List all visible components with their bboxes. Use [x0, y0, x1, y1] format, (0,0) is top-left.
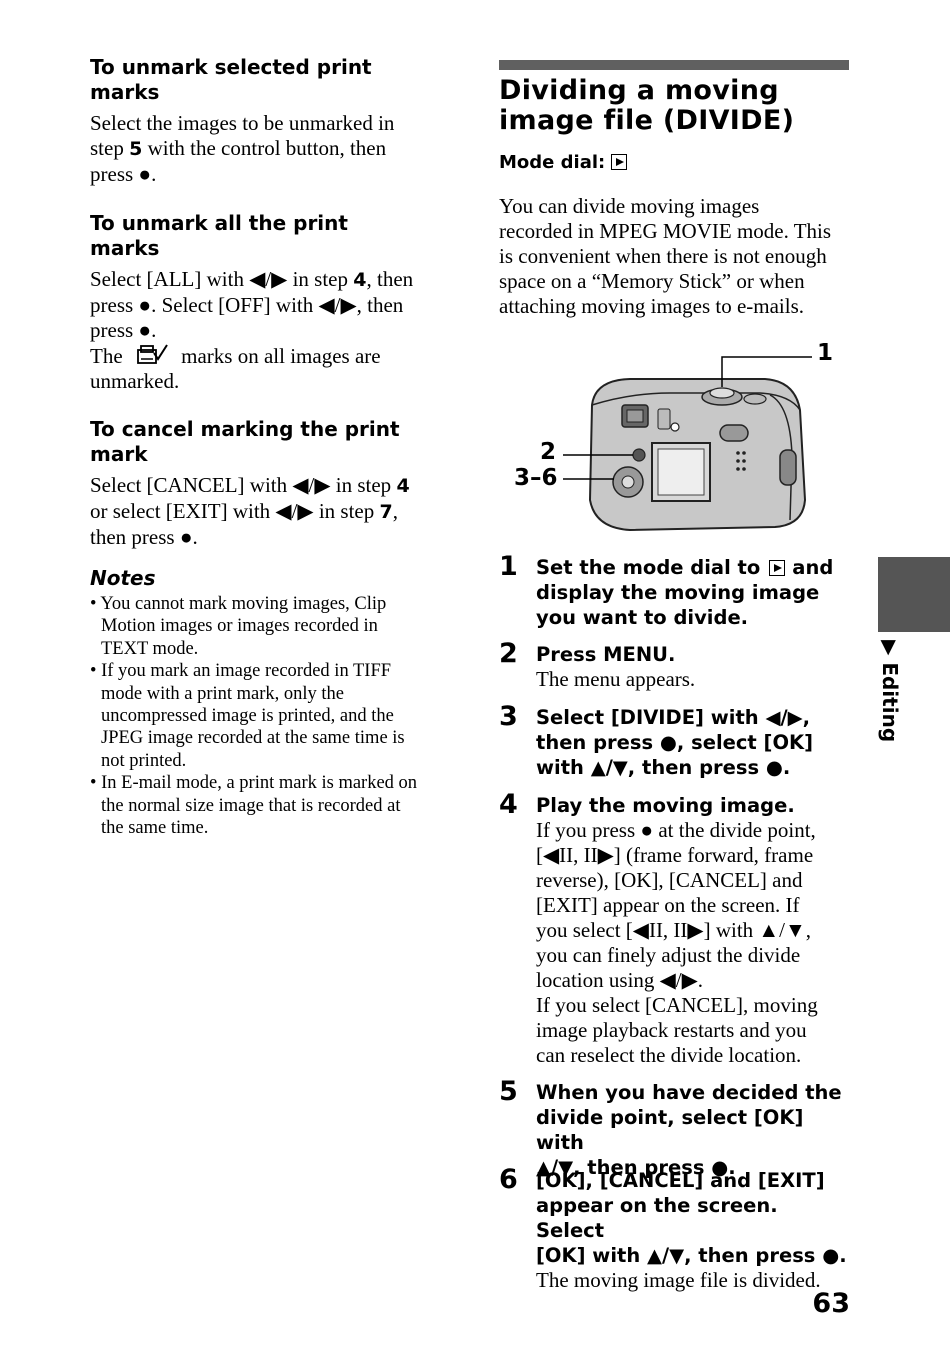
callout-control-button: 3–6 — [514, 465, 558, 491]
step-2: 2 Press MENU. The menu appears. — [499, 638, 849, 692]
step-number: 4 — [499, 789, 518, 820]
intro-text: You can divide moving images recorded in… — [499, 194, 832, 318]
section-body: Select [ALL] with ◀/▶ in step 4, then pr… — [90, 267, 414, 393]
step-number: 5 — [499, 1076, 518, 1107]
step-body: If you press ● at the divide point, [◀II… — [536, 818, 818, 1067]
step-number: 3 — [499, 701, 518, 732]
callout-mode-dial: 1 — [817, 340, 834, 366]
step-body: The menu appears. — [536, 667, 696, 691]
note-item: • In E-mail mode, a print mark is marked… — [90, 773, 418, 839]
step-6: 6 [OK], [CANCEL] and [EXIT] appear on th… — [499, 1164, 849, 1293]
step-3: 3 Select [DIVIDE] with ◀/▶, then press ●… — [499, 701, 849, 780]
step-body: The moving image file is divided. — [536, 1268, 821, 1292]
step-heading: Press MENU. — [536, 643, 676, 666]
section-body: Select [CANCEL] with ◀/▶ in step 4 or se… — [90, 473, 410, 549]
step-number: 1 — [499, 551, 518, 582]
step-heading: Play the moving image. — [536, 794, 795, 817]
camera-illustration — [563, 356, 812, 532]
notes-heading: Notes — [90, 566, 156, 590]
step-5: 5 When you have decided the divide point… — [499, 1076, 849, 1180]
section-body: Select the images to be unmarked in step… — [90, 111, 395, 186]
step-number: 2 — [499, 638, 518, 669]
playback-mode-icon — [611, 154, 628, 170]
step-heading: [OK], [CANCEL] and [EXIT] appear on the … — [536, 1169, 847, 1267]
mode-dial-label: Mode dial: — [499, 152, 849, 173]
playback-mode-icon — [769, 560, 786, 576]
print-mark-icon — [137, 344, 168, 364]
step-heading: Select [DIVIDE] with ◀/▶, then press ●, … — [536, 706, 814, 779]
step-number: 6 — [499, 1164, 518, 1195]
chapter-tab-label: ▶ Editing — [878, 640, 902, 743]
page-number: 63 — [812, 1288, 850, 1319]
step-heading: When you have decided the divide point, … — [536, 1081, 842, 1179]
step-4: 4 Play the moving image. If you press ● … — [499, 789, 849, 1068]
callout-menu-button: 2 — [540, 439, 557, 465]
notes: Notes • You cannot mark moving images, C… — [90, 566, 445, 839]
section-top-bar — [499, 60, 849, 70]
chapter-tab — [878, 557, 950, 632]
